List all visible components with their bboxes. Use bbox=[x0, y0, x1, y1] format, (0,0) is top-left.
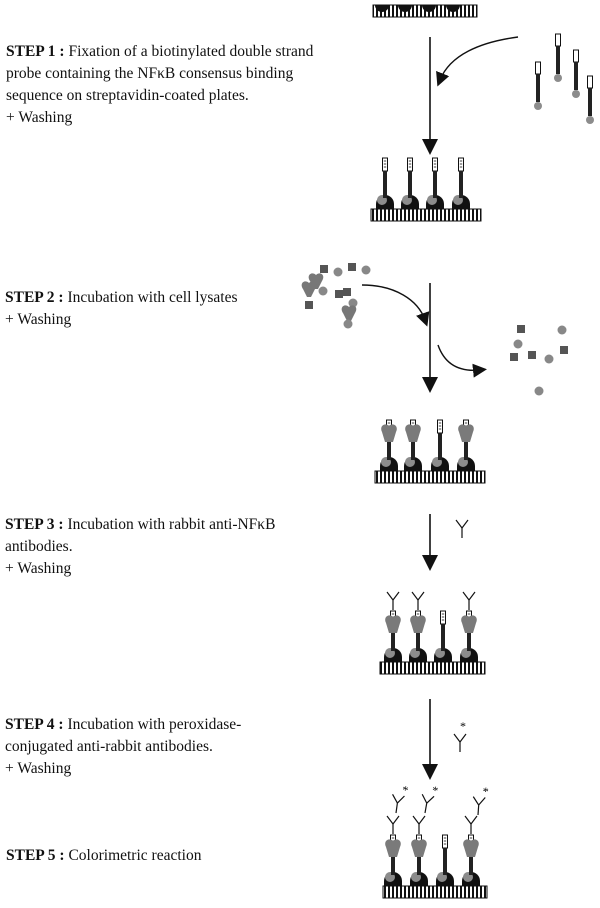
step-3-line-2: antibodies. bbox=[5, 538, 73, 555]
lysate-entry-arrow bbox=[361, 284, 430, 327]
step-3-label: STEP 3 : bbox=[5, 516, 64, 533]
enzyme-mark-3: * bbox=[482, 784, 489, 798]
step-2-washing: + Washing bbox=[5, 311, 72, 328]
probe-entry-arrow bbox=[436, 36, 519, 87]
step-5-line-1: Colorimetric reaction bbox=[68, 847, 202, 864]
step-4-line-2: conjugated anti-rabbit antibodies. bbox=[5, 738, 213, 755]
step-1-line-3: sequence on streptavidin-coated plates. bbox=[6, 87, 249, 104]
step-1-line-1: Fixation of a biotinylated double strand bbox=[68, 43, 314, 60]
step-3-washing: + Washing bbox=[5, 560, 72, 577]
step-3-line-1: Incubation with rabbit anti-NFκB bbox=[67, 516, 276, 533]
enzyme-mark: * bbox=[460, 719, 466, 733]
plate-step-3 bbox=[379, 591, 486, 675]
wash-out-arrow bbox=[437, 344, 487, 378]
step-4-text: STEP 4 : Incubation with peroxidase- con… bbox=[5, 714, 325, 780]
enzyme-mark-2: * bbox=[431, 783, 439, 798]
free-peroxidase-antibody: * bbox=[453, 719, 467, 753]
step-4-washing: + Washing bbox=[5, 760, 72, 777]
step-5-text: STEP 5 : Colorimetric reaction bbox=[6, 845, 306, 867]
step-1-text: STEP 1 : Fixation of a biotinylated doub… bbox=[6, 41, 346, 129]
enzyme-mark-1: * bbox=[401, 783, 409, 798]
step-4-label: STEP 4 : bbox=[5, 716, 64, 733]
step-5-label: STEP 5 : bbox=[6, 847, 65, 864]
plate-step-5: * * * bbox=[382, 783, 489, 899]
free-biotinylated-probes bbox=[534, 33, 594, 124]
step-1-line-2: probe containing the NFκB consensus bind… bbox=[6, 65, 294, 82]
washed-out-components bbox=[510, 325, 568, 396]
plate-step-2 bbox=[374, 420, 486, 484]
step-2-text: STEP 2 : Incubation with cell lysates + … bbox=[5, 287, 305, 331]
step-4-line-1: Incubation with peroxidase- bbox=[67, 716, 242, 733]
step-1-label: STEP 1 : bbox=[6, 43, 65, 60]
cell-lysate-cluster bbox=[301, 263, 371, 329]
free-anti-nfkb-antibody bbox=[455, 519, 469, 539]
top-plate-fragment bbox=[372, 4, 478, 18]
step-2-label: STEP 2 : bbox=[5, 289, 64, 306]
step-3-text: STEP 3 : Incubation with rabbit anti-NFκ… bbox=[5, 514, 305, 580]
step-1-washing: + Washing bbox=[6, 109, 73, 126]
step-2-line-1: Incubation with cell lysates bbox=[67, 289, 238, 306]
plate-step-1 bbox=[370, 158, 482, 222]
